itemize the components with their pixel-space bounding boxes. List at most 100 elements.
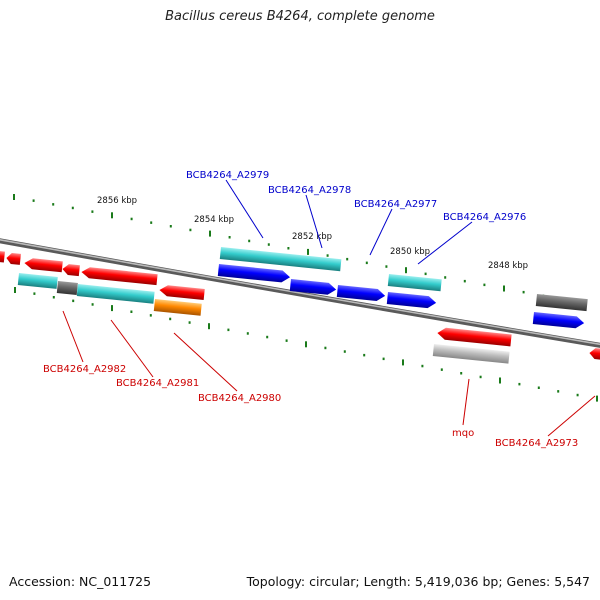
gene-blue-right[interactable] bbox=[532, 312, 585, 329]
gene-lightgray-mqo[interactable] bbox=[432, 344, 510, 364]
tick-inner-18 bbox=[363, 353, 366, 357]
scale-label-2852: 2852 kbp bbox=[292, 232, 332, 242]
tick-outer-22 bbox=[444, 276, 447, 279]
tick-outer-7 bbox=[150, 221, 153, 224]
gene-red-4[interactable] bbox=[159, 285, 205, 301]
gene-label-a2977[interactable]: BCB4264_A2977 bbox=[354, 199, 437, 210]
gene-red-edge-1[interactable] bbox=[0, 250, 5, 263]
genome-summary-text: Topology: circular; Length: 5,419,036 bp… bbox=[246, 574, 590, 589]
gene-label-a2973[interactable]: BCB4264_A2973 bbox=[495, 438, 578, 449]
tick-inner-9 bbox=[188, 321, 191, 324]
callout-line-a2973 bbox=[547, 395, 596, 437]
tick-inner-20 bbox=[402, 359, 404, 366]
tick-inner-28 bbox=[557, 390, 560, 393]
gene-label-mqo[interactable]: mqo bbox=[452, 428, 474, 439]
tick-inner-4 bbox=[91, 303, 94, 306]
gene-blue-a2977[interactable] bbox=[336, 285, 386, 302]
tick-outer-19 bbox=[385, 265, 388, 268]
genome-backbone bbox=[0, 238, 600, 348]
gene-label-a2981[interactable]: BCB4264_A2981 bbox=[116, 378, 199, 389]
tick-inner-12 bbox=[246, 332, 249, 335]
gene-red-mqo[interactable] bbox=[437, 327, 512, 347]
tick-outer-15 bbox=[307, 248, 309, 255]
gene-blue-a2979[interactable] bbox=[217, 264, 291, 283]
callout-line-mqo bbox=[462, 378, 470, 426]
gene-label-a2982[interactable]: BCB4264_A2982 bbox=[43, 364, 126, 375]
scale-label-2850: 2850 kbp bbox=[390, 247, 430, 257]
gene-red-edge-2[interactable] bbox=[6, 252, 21, 265]
genome-backbone-highlight bbox=[0, 239, 600, 346]
tick-inner-19 bbox=[382, 357, 385, 361]
tick-inner-25 bbox=[499, 377, 501, 384]
gene-red-2[interactable] bbox=[62, 264, 80, 277]
tick-inner-14 bbox=[285, 339, 288, 342]
gene-orange-1[interactable] bbox=[153, 299, 202, 316]
tick-inner-22 bbox=[440, 368, 443, 371]
gene-cyan-a2976[interactable] bbox=[387, 274, 442, 292]
gene-label-a2976[interactable]: BCB4264_A2976 bbox=[443, 212, 526, 223]
gene-blue-a2978[interactable] bbox=[289, 279, 337, 296]
callout-line-a2979 bbox=[225, 179, 264, 239]
gene-blue-a2976[interactable] bbox=[386, 292, 437, 309]
tick-outer-1 bbox=[32, 199, 35, 202]
tick-outer-26 bbox=[522, 290, 525, 294]
tick-inner-5 bbox=[111, 305, 113, 312]
gene-cyan-a2979[interactable] bbox=[219, 247, 342, 272]
callout-line-a2977 bbox=[369, 208, 393, 256]
tick-inner-30 bbox=[596, 395, 598, 402]
gene-red-edge-right[interactable] bbox=[589, 348, 600, 361]
gene-red-1[interactable] bbox=[24, 258, 63, 273]
tick-inner-0 bbox=[14, 287, 16, 293]
tick-inner-27 bbox=[537, 386, 540, 389]
callout-lines bbox=[62, 179, 596, 437]
tick-outer-13 bbox=[267, 243, 270, 246]
gene-red-3[interactable] bbox=[81, 267, 158, 286]
gene-gray-right[interactable] bbox=[535, 294, 588, 312]
tick-outer-12 bbox=[248, 239, 251, 243]
scale-label-2848: 2848 kbp bbox=[488, 261, 528, 271]
tick-outer-21 bbox=[424, 272, 427, 276]
tick-outer-0 bbox=[13, 194, 15, 200]
tick-inner-16 bbox=[324, 346, 327, 350]
callout-line-a2980 bbox=[173, 332, 238, 392]
scale-label-2856: 2856 kbp bbox=[97, 196, 137, 206]
accession-text: Accession: NC_011725 bbox=[9, 574, 152, 589]
tick-inner-1 bbox=[33, 292, 36, 295]
gene-label-a2979[interactable]: BCB4264_A2979 bbox=[186, 170, 269, 181]
gene-labels: BCB4264_A2979 BCB4264_A2978 BCB4264_A297… bbox=[43, 170, 578, 449]
tick-inner-7 bbox=[149, 314, 152, 317]
scale-labels: 2856 kbp 2854 kbp 2852 kbp 2850 kbp 2848… bbox=[97, 196, 528, 271]
tick-outer-10 bbox=[209, 230, 211, 237]
tick-outer-23 bbox=[463, 279, 466, 283]
tick-outer-20 bbox=[405, 267, 407, 274]
tick-inner-8 bbox=[169, 317, 172, 321]
scale-ticks-inner bbox=[14, 287, 598, 402]
tick-outer-3 bbox=[71, 206, 74, 210]
tick-outer-9 bbox=[189, 228, 192, 232]
gene-cyan-2[interactable] bbox=[76, 284, 155, 304]
tick-outer-6 bbox=[130, 217, 133, 221]
tick-inner-15 bbox=[305, 341, 307, 348]
tick-outer-4 bbox=[91, 210, 94, 213]
tick-outer-24 bbox=[483, 283, 486, 287]
tick-inner-26 bbox=[518, 382, 521, 386]
callout-line-a2982 bbox=[62, 310, 84, 363]
tick-outer-25 bbox=[503, 285, 505, 292]
tick-outer-5 bbox=[111, 212, 113, 219]
callout-line-a2976 bbox=[417, 221, 473, 265]
tick-inner-6 bbox=[130, 310, 133, 313]
gene-gray-1[interactable] bbox=[56, 281, 78, 295]
scale-label-2854: 2854 kbp bbox=[194, 215, 234, 225]
gene-label-a2980[interactable]: BCB4264_A2980 bbox=[198, 393, 281, 404]
tick-inner-23 bbox=[460, 372, 463, 375]
tick-inner-17 bbox=[343, 350, 346, 353]
tick-outer-14 bbox=[287, 247, 290, 250]
tick-inner-21 bbox=[421, 364, 424, 368]
callout-line-a2981 bbox=[110, 319, 154, 378]
gene-cyan-1[interactable] bbox=[17, 273, 58, 289]
gene-label-a2978[interactable]: BCB4264_A2978 bbox=[268, 185, 351, 196]
tick-outer-17 bbox=[346, 257, 349, 261]
tick-inner-13 bbox=[266, 335, 269, 339]
